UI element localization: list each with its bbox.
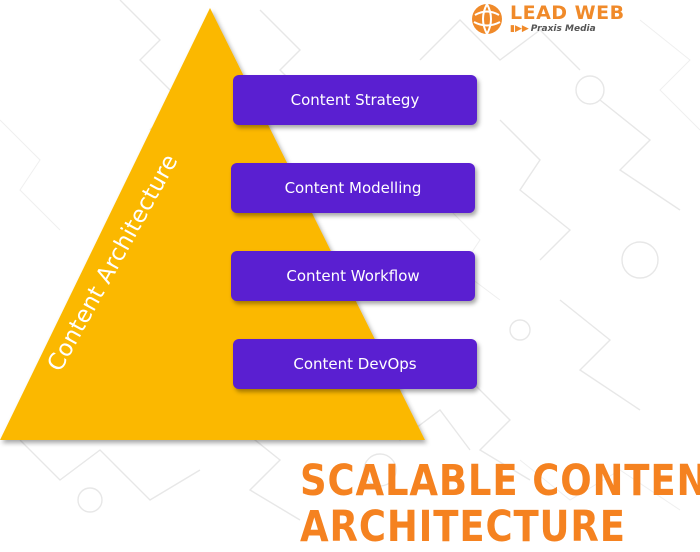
layer-content-devops: Content DevOps [233, 339, 477, 389]
title-line-1: SCALABLE CONTENT [300, 456, 700, 506]
logo: LEAD WEB ▮▶▶Praxis Media [470, 2, 630, 36]
logo-tagline-text: Praxis Media [530, 24, 596, 34]
arrows-icon: ▮▶▶ [510, 24, 529, 34]
layer-content-workflow: Content Workflow [231, 251, 475, 301]
pyramid-triangle [0, 8, 425, 440]
pyramid [0, 8, 425, 440]
globe-icon [472, 3, 502, 35]
layer-content-modelling: Content Modelling [231, 163, 475, 213]
title-line-2: ARCHITECTURE [300, 502, 626, 552]
background-pattern [0, 0, 700, 521]
logo-name: LEAD WEB [510, 2, 625, 24]
layer-content-strategy: Content Strategy [233, 75, 477, 125]
logo-tagline: ▮▶▶Praxis Media [510, 24, 596, 34]
page-title: SCALABLE CONTENT ARCHITECTURE [300, 456, 700, 552]
